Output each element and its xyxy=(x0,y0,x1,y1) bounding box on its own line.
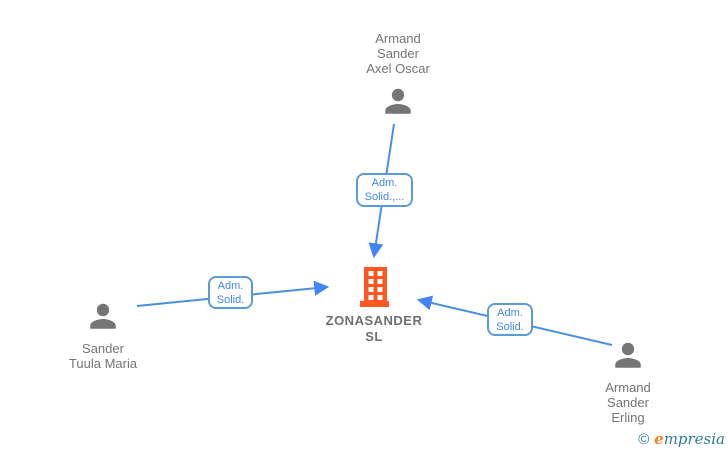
edge-label-left-adm-solid[interactable]: Adm. Solid. xyxy=(208,276,253,309)
person-name-label: Armand Sander Axel Oscar xyxy=(366,31,430,76)
person-icon xyxy=(610,337,646,378)
edge-label-line: Adm. xyxy=(217,279,244,292)
logo-rest: mpresia xyxy=(663,430,725,448)
person-icon xyxy=(85,298,121,339)
edge-label-right-adm-solid[interactable]: Adm. Solid. xyxy=(487,303,533,336)
logo-first-letter: e xyxy=(654,430,664,448)
node-person-sander-tuula-maria[interactable]: Sander Tuula Maria xyxy=(41,298,165,371)
company-name-label: ZONASANDER SL xyxy=(325,313,423,344)
node-person-armand-sander-axel-oscar[interactable]: Armand Sander Axel Oscar xyxy=(336,31,460,124)
person-icon xyxy=(380,83,416,124)
person-name-label: Sander Tuula Maria xyxy=(68,341,138,371)
node-company-zonasander-sl[interactable]: ZONASANDER SL xyxy=(312,266,436,345)
copyright-icon: © xyxy=(638,431,650,448)
edge-label-line: Solid. xyxy=(496,320,524,333)
node-person-armand-sander-erling[interactable]: Armand Sander Erling xyxy=(566,337,690,425)
empresia-logo: © empresia xyxy=(638,430,725,448)
building-icon xyxy=(355,266,393,313)
edge-label-line: Solid. xyxy=(216,293,245,306)
edge-label-line: Adm. xyxy=(371,177,398,189)
edge-label-top-adm-solid[interactable]: Adm. Solid.,... xyxy=(356,173,413,207)
edge-label-line: Solid.,... xyxy=(364,191,405,203)
edge-label-line: Adm. xyxy=(497,306,523,319)
person-name-label: Armand Sander Erling xyxy=(605,380,651,425)
